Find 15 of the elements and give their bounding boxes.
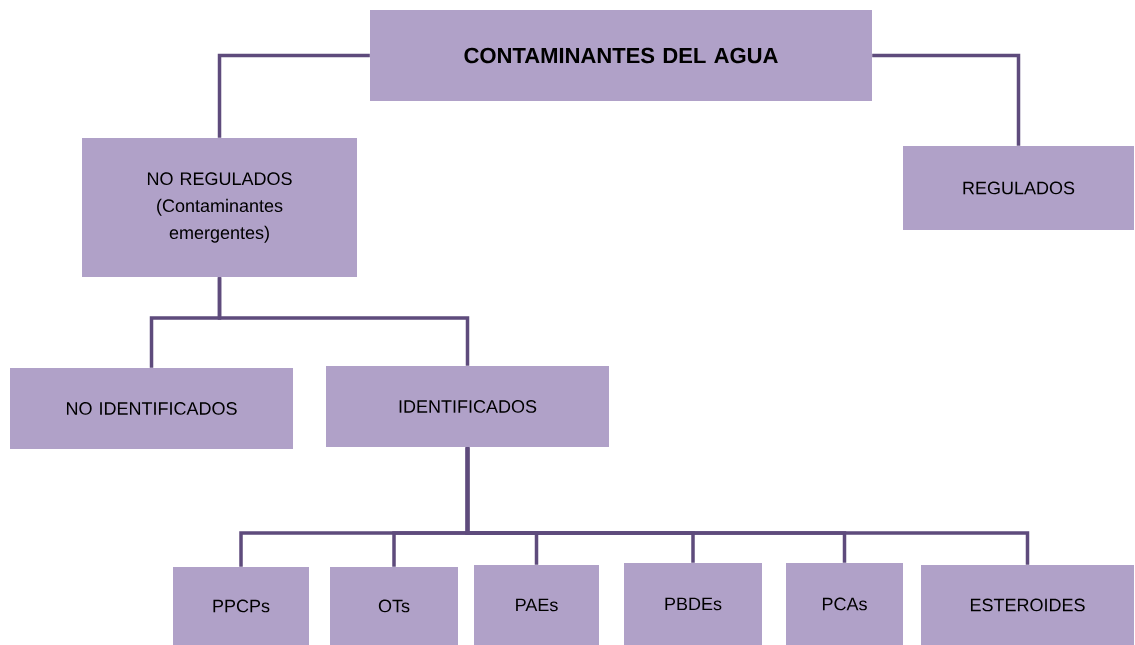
category-box: PAEs [474, 565, 599, 645]
category-box: ESTEROIDES [921, 565, 1134, 645]
category-box: OTs [330, 567, 458, 645]
connector-line [872, 53, 1021, 146]
connector-line [217, 277, 470, 366]
category-box: NO IDENTIFICADOS [10, 368, 293, 449]
category-box: REGULADOS [903, 146, 1134, 230]
title-box: CONTAMINANTES DEL AGUA [370, 10, 872, 101]
category-box: PCAs [786, 563, 903, 645]
connector-line [465, 447, 1030, 565]
category-box: NO REGULADOS (Contaminantes emergentes) [82, 138, 357, 277]
category-box: PPCPs [173, 567, 309, 645]
category-box: IDENTIFICADOS [326, 366, 609, 447]
category-box: PBDEs [624, 563, 762, 645]
connector-line [217, 53, 370, 138]
